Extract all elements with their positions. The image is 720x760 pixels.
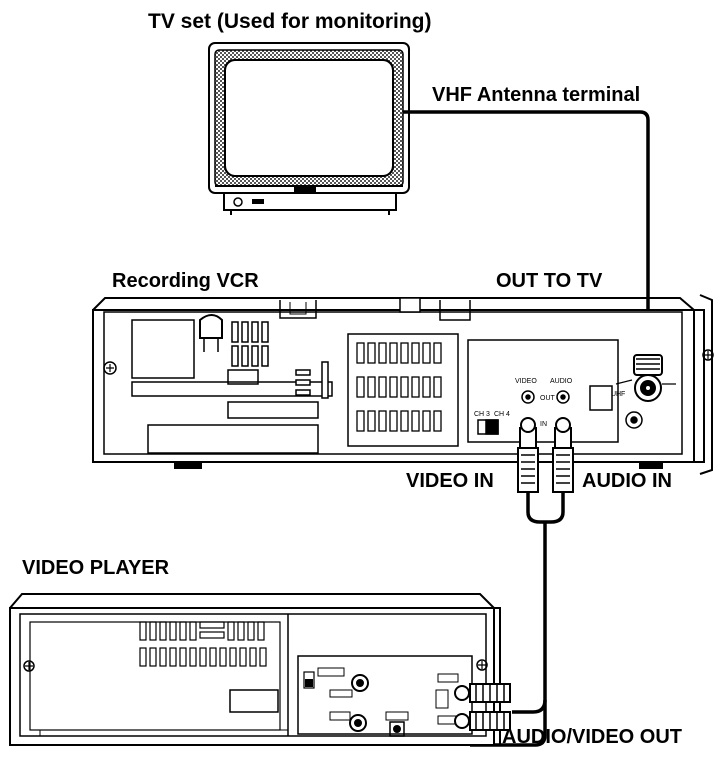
- video-in-label: VIDEO IN: [406, 470, 494, 493]
- panel-ch3-label: CH 3: [474, 411, 490, 418]
- panel-audio-label: AUDIO: [550, 378, 573, 385]
- recording-vcr: [93, 295, 713, 474]
- tv-set: [209, 43, 409, 215]
- video-player-label: VIDEO PLAYER: [22, 557, 169, 580]
- panel-ch4-label: CH 4: [494, 411, 510, 418]
- audio-in-label: AUDIO IN: [582, 470, 672, 493]
- vhf-antenna-label: VHF Antenna terminal: [432, 84, 640, 107]
- panel-in-label: IN: [540, 421, 547, 428]
- video-player: [10, 594, 500, 745]
- panel-out-label: OUT: [540, 395, 556, 402]
- tv-screen: [225, 60, 393, 176]
- audio-video-out-label: AUDIO/VIDEO OUT: [502, 726, 682, 749]
- panel-video-label: VIDEO: [515, 378, 537, 385]
- recording-vcr-label: Recording VCR: [112, 270, 259, 293]
- out-to-tv-label: OUT TO TV: [496, 270, 602, 293]
- tv-set-label: TV set (Used for monitoring): [148, 10, 432, 34]
- vhf-uhf-box: [590, 386, 612, 410]
